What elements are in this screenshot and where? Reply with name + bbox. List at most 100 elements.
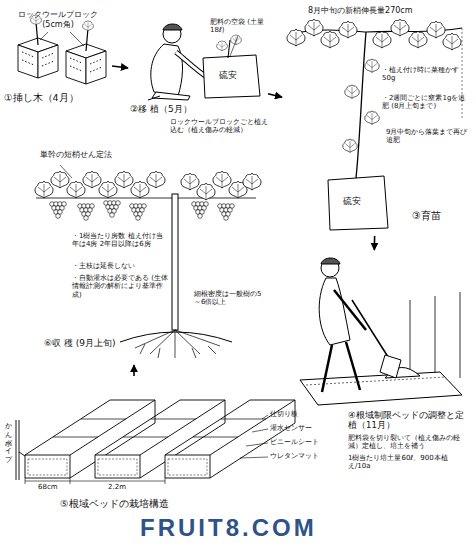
bed-structure: [95, 400, 225, 478]
flow-arrow: [112, 66, 128, 68]
seedling-vine: [343, 139, 357, 153]
step-text: 9月中旬から落葉まで再び追肥: [386, 128, 470, 145]
seedling-vine: [321, 31, 339, 48]
fruiting-vine: [131, 181, 149, 198]
bed-preparation-figure: [380, 355, 401, 378]
seedling-vine: [339, 21, 357, 38]
dimension: 68cm: [38, 483, 58, 491]
bed-structure: [95, 455, 140, 478]
watermark: FRUIT8.COM: [140, 514, 317, 542]
step-text: 肥料袋を切り裂いて（植え傷みの軽減）定植し、培土を補う: [348, 434, 470, 451]
step-region: 単幹の短梢せん定法・1樹当たり房数 植え付け当年は4房 2年目以降は6房・主枝は…: [4, 150, 264, 365]
step-text: ・主枝は延長しない: [72, 262, 168, 270]
bed-structure: [25, 400, 155, 478]
fruiting-vine: [115, 171, 133, 188]
step-text: 細根密度は一般樹の5～6倍以上: [194, 290, 262, 307]
bed-preparation-figure: [334, 290, 366, 330]
rockwool-blocks: [83, 21, 94, 31]
seedling-vine: [409, 31, 427, 48]
bag-print: 硫安: [343, 196, 361, 207]
bed-structure: [25, 455, 70, 478]
step-region: ロックウールブロック (5cm角) ①挿し木（4月）: [4, 8, 112, 110]
step-text: 1樹当たり培土量60ℓ、900本植え/10a: [348, 454, 470, 471]
fruiting-vine: [120, 332, 232, 342]
seedling-vine: [305, 19, 323, 36]
step-text: ・植え付け時に菜種かす50g: [382, 66, 470, 83]
fruiting-vine: [50, 202, 67, 219]
bed-preparation-figure: [300, 258, 462, 405]
seedling-vine: [462, 28, 463, 120]
seedling-vine: [356, 32, 366, 178]
transplant-figure: [231, 35, 242, 45]
step-text: 8月中旬の新梢伸長量270cm: [308, 6, 468, 16]
part-label: 仕切り板: [270, 410, 298, 418]
step-text: ④根域制限ベッドの調整と定植（11月）: [348, 410, 470, 430]
rockwool-blocks: [86, 51, 106, 84]
transplant-figure: [217, 41, 228, 51]
seedling-vine: [427, 21, 445, 38]
fruiting-vine: [35, 181, 53, 198]
transplant-figure: [163, 24, 182, 30]
fruiting-vine: [213, 171, 231, 188]
fruiting-vine: [36, 198, 256, 199]
bed-structure: [16, 420, 25, 480]
bed-structure: [98, 459, 137, 475]
fruiting-vine: [197, 183, 215, 200]
part-label: 灌水センサー: [270, 424, 312, 432]
rockwool-blocks: [38, 45, 58, 78]
fruiting-vine: [104, 201, 121, 218]
fruiting-vine: [83, 171, 101, 188]
bed-preparation-figure: [352, 300, 390, 360]
step-text: ・自動灌水は必要である (生体情報計測の解析により基準作成): [72, 274, 172, 299]
transplant-figure: [230, 36, 238, 56]
step-text: ロックウールブロックごと植え込む（植え傷みの軽減）: [170, 118, 268, 135]
fruiting-vine: [147, 171, 165, 188]
flow-arrow: [268, 94, 282, 97]
step-text: ロックウールブロック (5cm角): [10, 10, 106, 29]
fruiting-vine: [78, 204, 95, 221]
fruiting-vine: [130, 204, 147, 221]
step-text: ①挿し木（4月）: [4, 92, 112, 103]
bed-structure: [28, 459, 67, 475]
fruiting-vine: [243, 173, 261, 190]
step-text: 単幹の短梢せん定法: [40, 150, 170, 160]
fruiting-vine: [99, 181, 117, 198]
bed-preparation-figure: [306, 377, 446, 385]
transplant-figure: [152, 92, 190, 100]
bed-structure: [53, 419, 126, 437]
step-region: ⑤根域ベッドの栽培構造: [4, 376, 264, 512]
fruiting-vine: [218, 204, 235, 221]
fruiting-vine: [181, 173, 199, 190]
step-text: ・2週間ごとに窒素1gを追肥 (8月上旬まで): [382, 94, 470, 111]
bed-structure: [165, 455, 210, 478]
transplant-figure: [228, 40, 230, 58]
part-label: ビニールシート: [270, 438, 319, 446]
fruiting-vine: [67, 181, 85, 198]
bed-preparation-figure: [319, 278, 350, 345]
step-region: ②移 植（5月）ロックウールブロックごと植え込む（植え傷みの軽減）肥料の空袋 (…: [128, 12, 268, 142]
bed-structure: [168, 459, 207, 475]
bed-structure: [123, 419, 196, 437]
bed-preparation-figure: [321, 259, 339, 277]
bed-structure: [240, 415, 268, 458]
step-text: 肥料の空袋 (土量18ℓ): [210, 18, 268, 35]
bed-preparation-figure: [321, 258, 340, 264]
step-region: 8月中旬の新梢伸長量270cm ・植え付け時に菜種かす50g ・2週間ごとに窒素1g…: [282, 4, 472, 236]
rockwool-blocks: [40, 32, 84, 46]
seedling-vine: [443, 33, 461, 50]
rockwool-blocks: [22, 52, 102, 72]
seedling-vine: [365, 59, 379, 73]
seedling-vine: [328, 176, 388, 230]
fruiting-vine: [172, 194, 178, 330]
fruiting-vine: [51, 171, 69, 188]
flow-arrow: [374, 236, 376, 250]
transplant-figure: [148, 24, 260, 100]
seedling-vine: [345, 85, 359, 99]
transplant-figure: [148, 96, 160, 100]
transplant-figure: [203, 55, 260, 98]
bed-preparation-figure: [322, 342, 360, 392]
seedling-vine: [365, 111, 379, 125]
